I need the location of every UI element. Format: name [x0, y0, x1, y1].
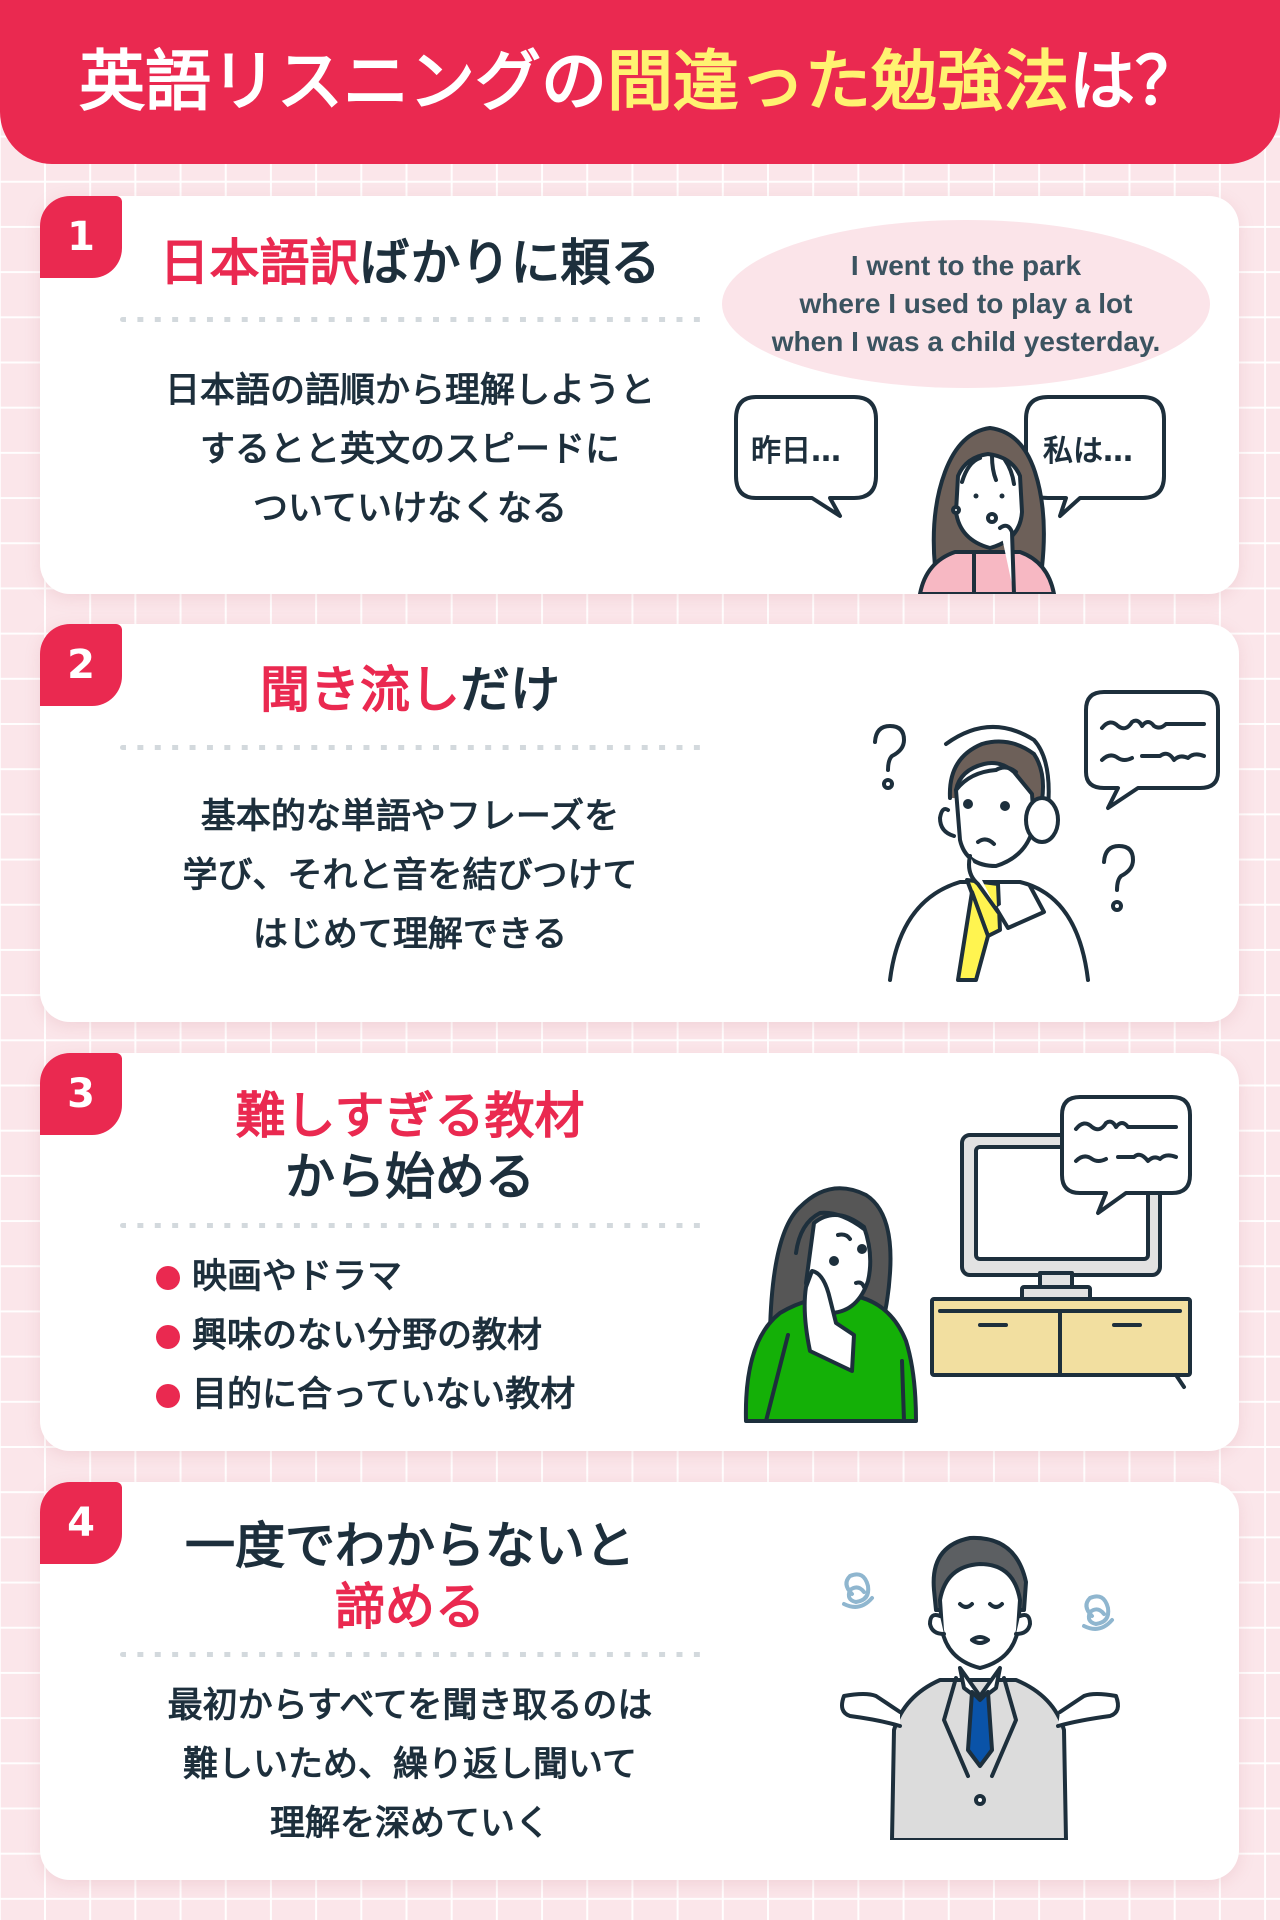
- title-rest: だけ: [460, 661, 560, 719]
- mistake-card-2: 2 聞き流しだけ 基本的な単語やフレーズを 学び、それと音を結びつけて はじめて…: [40, 624, 1239, 1022]
- card-title-line-1: 一度でわからないと: [120, 1516, 700, 1576]
- bullet-item: 映画やドラマ: [156, 1248, 575, 1307]
- english-line: when I was a child yesterday.: [771, 326, 1161, 357]
- tv-cabinet-icon: [930, 1297, 1192, 1389]
- body-line: 理解を深めていく: [269, 1804, 550, 1844]
- dotted-divider: [120, 745, 705, 750]
- card-text-column: 聞き流しだけ 基本的な単語やフレーズを 学び、それと音を結びつけて はじめて理解…: [120, 624, 705, 1022]
- woman-figure-icon: [743, 1186, 918, 1423]
- title-emphasis: 難しすぎる教材: [235, 1087, 585, 1145]
- right-bubble-text: 私は…: [1043, 434, 1133, 469]
- card-title-line-1: 難しすぎる教材: [120, 1086, 700, 1146]
- english-sentence-bubble: I went to the park where I used to play …: [722, 220, 1210, 388]
- title-emphasis: 諦める: [335, 1578, 485, 1636]
- card-text-column: 難しすぎる教材 から始める: [120, 1053, 705, 1451]
- businessman-shrug-illustration: [840, 1535, 1120, 1840]
- title-highlight-part: 間違った勉強法: [607, 43, 1069, 120]
- title-rest: から始める: [285, 1148, 535, 1206]
- title-suffix-part: は？: [1069, 43, 1201, 120]
- bullet-item: 目的に合っていない教材: [156, 1366, 575, 1425]
- sigh-swirl-icon: [1082, 1594, 1114, 1631]
- english-line: where I used to play a lot: [799, 288, 1133, 319]
- mistake-card-4: 4 一度でわからないと 諦める 最初からすべてを聞き取るのは 難しいため、繰り返…: [40, 1482, 1239, 1880]
- bullet-item: 興味のない分野の教材: [156, 1307, 575, 1366]
- body-line: はじめて理解できる: [252, 915, 568, 955]
- body-line: 難しいため、繰り返し聞いて: [183, 1745, 637, 1785]
- card-title-line-2: 諦める: [120, 1577, 700, 1637]
- left-bubble-text: 昨日…: [751, 434, 841, 469]
- sigh-swirl-icon: [842, 1572, 874, 1609]
- body-line: 最初からすべてを聞き取るのは: [167, 1686, 653, 1726]
- card-body: 基本的な単語やフレーズを 学び、それと音を結びつけて はじめて理解できる: [120, 788, 700, 965]
- english-line: I went to the park: [850, 250, 1082, 281]
- question-mark-icon: [1102, 844, 1135, 912]
- body-line: 基本的な単語やフレーズを: [200, 797, 620, 837]
- card-title: 聞き流しだけ: [120, 660, 700, 720]
- bullet-text: 映画やドラマ: [192, 1257, 403, 1297]
- mistake-card-1: 1 日本語訳ばかりに頼る 日本語の語順から理解しようと するとと英文のスピードに…: [40, 196, 1239, 594]
- bullet-dot-icon: [156, 1383, 180, 1408]
- card-title: 日本語訳ばかりに頼る: [120, 233, 700, 293]
- mistake-card-3: 3 難しすぎる教材 から始める 映画やドラマ 興味のない分野の教材 目的に合って…: [40, 1053, 1239, 1451]
- question-mark-icon: [873, 724, 906, 790]
- speech-bubble-right-icon: [1024, 395, 1166, 518]
- businessman-figure-icon: [840, 1535, 1120, 1840]
- page-title: 英語リスニングの間違った勉強法は？: [79, 49, 1201, 115]
- speech-bubble-scribble-icon: [1060, 1095, 1192, 1215]
- woman-thinking-illustration: [734, 395, 1166, 594]
- page-header: 英語リスニングの間違った勉強法は？: [0, 0, 1280, 164]
- bullet-dot-icon: [156, 1324, 180, 1349]
- title-rest: 一度でわからないと: [185, 1517, 635, 1575]
- man-headphones-illustration: [873, 690, 1220, 982]
- body-line: ついていけなくなる: [253, 489, 567, 529]
- number-badge: 2: [40, 624, 122, 706]
- body-line: 学び、それと音を結びつけて: [182, 856, 638, 896]
- card-body: 最初からすべてを聞き取るのは 難しいため、繰り返し聞いて 理解を深めていく: [120, 1677, 700, 1854]
- woman-figure-icon: [918, 426, 1056, 594]
- speech-bubble-scribble-icon: [1084, 690, 1220, 810]
- dotted-divider: [120, 317, 705, 322]
- title-emphasis: 聞き流し: [260, 661, 460, 719]
- number-badge: 1: [40, 196, 122, 278]
- bullet-dot-icon: [156, 1265, 180, 1290]
- woman-tv-illustration: [743, 1095, 1192, 1423]
- dotted-divider: [120, 1223, 705, 1228]
- card-title-line-2: から始める: [120, 1147, 700, 1207]
- title-rest: ばかりに頼る: [359, 234, 661, 292]
- dotted-divider: [120, 1652, 705, 1657]
- man-figure-icon: [888, 724, 1090, 982]
- number-badge: 3: [40, 1053, 122, 1135]
- speech-bubble-left-icon: [734, 395, 878, 518]
- card-text-column: 一度でわからないと 諦める 最初からすべてを聞き取るのは 難しいため、繰り返し聞…: [120, 1482, 705, 1880]
- card-body: 日本語の語順から理解しようと するとと英文のスピードに ついていけなくなる: [120, 362, 700, 539]
- number-badge: 4: [40, 1482, 122, 1564]
- bullet-text: 目的に合っていない教材: [192, 1375, 576, 1415]
- title-emphasis: 日本語訳: [159, 234, 360, 292]
- bullet-text: 興味のない分野の教材: [192, 1316, 543, 1356]
- body-line: するとと英文のスピードに: [199, 430, 620, 470]
- body-line: 日本語の語順から理解しようと: [164, 371, 655, 411]
- bullet-list: 映画やドラマ 興味のない分野の教材 目的に合っていない教材: [156, 1248, 575, 1425]
- title-white-part: 英語リスニングの: [79, 43, 607, 120]
- card-text-column: 日本語訳ばかりに頼る 日本語の語順から理解しようと するとと英文のスピードに つ…: [120, 196, 705, 594]
